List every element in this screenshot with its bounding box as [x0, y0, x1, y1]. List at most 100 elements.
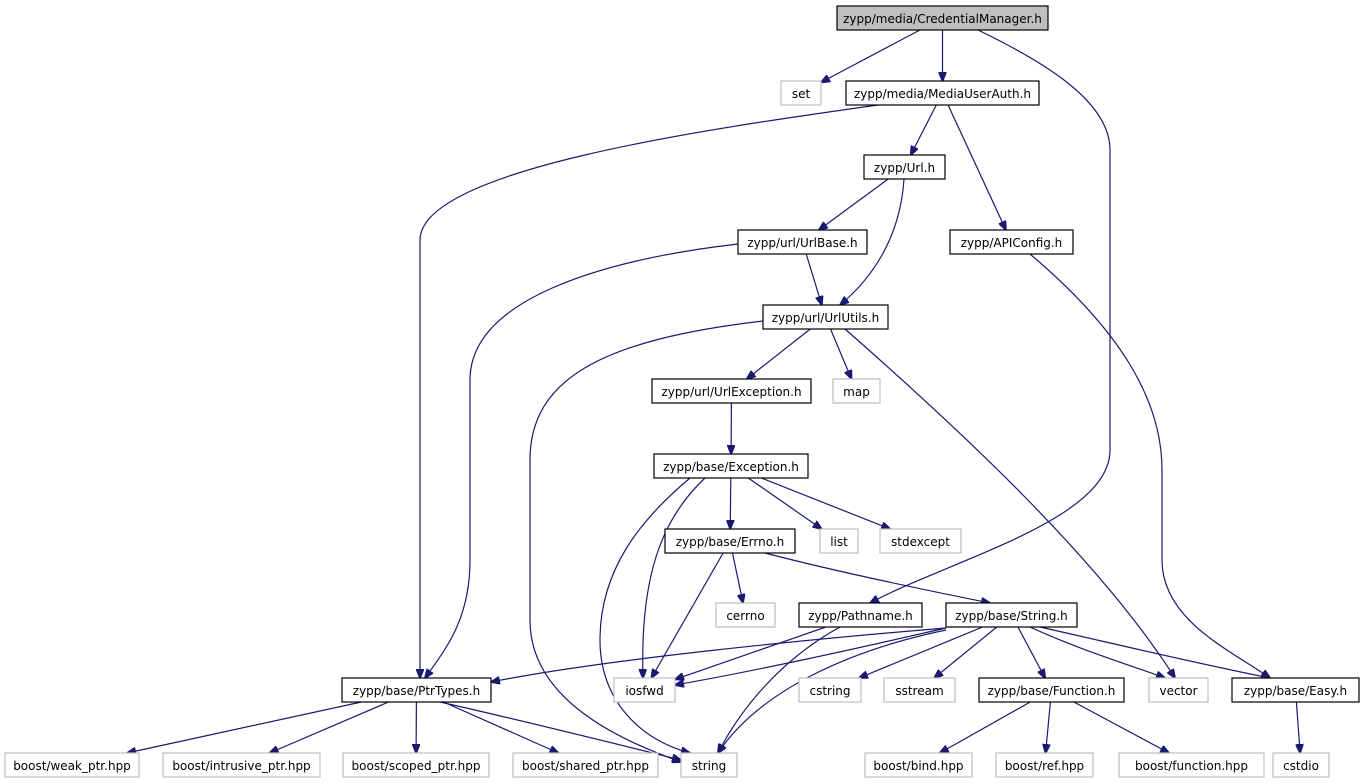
node-box-sstream [883, 677, 956, 703]
edge-ptrtypes-to-weak_ptr [127, 701, 362, 753]
node-urlbase[interactable]: zypp/url/UrlBase.h [737, 229, 868, 255]
node-label-errno: zypp/base/Errno.h [676, 535, 785, 549]
node-list: list [819, 528, 859, 554]
edge-url-to-urlutils [840, 178, 905, 305]
node-box-function_hpp [1118, 752, 1265, 778]
edge-string_h-to-cstring [859, 626, 983, 678]
node-apiconfig[interactable]: zypp/APIConfig.h [949, 229, 1074, 255]
node-box-credmgr [836, 5, 1049, 31]
node-label-string_h: zypp/base/String.h [955, 609, 1068, 623]
node-scoped_ptr: boost/scoped_ptr.hpp [342, 752, 490, 778]
node-label-urlbase: zypp/url/UrlBase.h [747, 236, 857, 250]
node-box-set [780, 80, 822, 106]
edge-errno-to-iosfwd [651, 552, 724, 678]
edge-exception-to-stdexcept [761, 477, 890, 529]
node-cstring: cstring [798, 677, 862, 703]
edge-string_h-to-string [718, 629, 947, 753]
node-label-function_h: zypp/base/Function.h [988, 684, 1116, 698]
node-box-string [680, 752, 738, 778]
node-label-set: set [792, 87, 811, 101]
edge-mediauserauth-to-url [911, 104, 937, 155]
node-box-mediauserauth [845, 80, 1040, 106]
node-ref: boost/ref.hpp [995, 752, 1094, 778]
node-label-intrusive_ptr: boost/intrusive_ptr.hpp [172, 759, 310, 773]
edge-string_h-to-function_h [1017, 626, 1045, 678]
node-box-string_h [945, 602, 1078, 628]
node-errno[interactable]: zypp/base/Errno.h [664, 528, 796, 554]
edge-function_h-to-ref [1046, 701, 1051, 753]
node-box-weak_ptr [4, 752, 140, 778]
node-urlutils[interactable]: zypp/url/UrlUtils.h [762, 304, 889, 330]
node-box-cstring [798, 677, 862, 703]
edge-errno-to-cerrno [731, 552, 744, 603]
node-label-cerrno: cerrno [726, 609, 764, 623]
node-map: map [832, 378, 881, 404]
node-label-ptrtypes: zypp/base/PtrTypes.h [353, 684, 480, 698]
node-cerrno: cerrno [715, 602, 776, 628]
node-box-urlexception [651, 378, 812, 404]
node-label-list: list [830, 535, 848, 549]
node-ptrtypes[interactable]: zypp/base/PtrTypes.h [341, 677, 492, 703]
node-box-iosfwd [613, 677, 676, 703]
node-credmgr[interactable]: zypp/media/CredentialManager.h [836, 5, 1049, 31]
node-box-pathname [798, 602, 923, 628]
node-easy[interactable]: zypp/base/Easy.h [1231, 677, 1360, 703]
node-box-ptrtypes [341, 677, 492, 703]
edge-urlutils-to-vector [844, 328, 1175, 678]
edge-urlutils-to-urlexception [747, 328, 811, 379]
edge-url-to-urlbase [819, 178, 889, 230]
edge-apiconfig-to-easy [1029, 253, 1270, 678]
node-label-vector: vector [1159, 684, 1197, 698]
node-function_hpp: boost/function.hpp [1118, 752, 1265, 778]
node-intrusive_ptr: boost/intrusive_ptr.hpp [162, 752, 321, 778]
node-string: string [680, 752, 738, 778]
edge-ptrtypes-to-shared_ptr [443, 701, 559, 753]
node-box-errno [664, 528, 796, 554]
node-label-sstream: sstream [895, 684, 943, 698]
edge-mediauserauth-to-ptrtypes [420, 104, 879, 678]
edge-function_h-to-bind [940, 701, 1031, 753]
edge-exception-to-string [599, 477, 690, 753]
node-box-ref [995, 752, 1094, 778]
edge-urlutils-to-string [529, 320, 764, 762]
node-cstdio: cstdio [1272, 752, 1330, 778]
node-label-scoped_ptr: boost/scoped_ptr.hpp [352, 759, 481, 773]
node-box-shared_ptr [512, 752, 659, 778]
node-label-exception: zypp/base/Exception.h [663, 460, 799, 474]
node-box-vector [1148, 677, 1209, 703]
edge-string_h-to-sstream [934, 626, 998, 678]
edge-mediauserauth-to-apiconfig [947, 104, 1006, 230]
node-pathname[interactable]: zypp/Pathname.h [798, 602, 923, 628]
node-weak_ptr: boost/weak_ptr.hpp [4, 752, 140, 778]
edge-urlutils-to-map [829, 328, 852, 379]
edge-string_h-to-easy [1039, 626, 1270, 678]
node-urlexception[interactable]: zypp/url/UrlException.h [651, 378, 812, 404]
node-sstream: sstream [883, 677, 956, 703]
edge-exception-to-list [747, 477, 821, 529]
node-label-cstdio: cstdio [1283, 759, 1319, 773]
node-label-url: zypp/Url.h [874, 161, 935, 175]
edge-urlbase-to-ptrtypes [425, 243, 739, 678]
node-box-stdexcept [879, 528, 962, 554]
node-label-apiconfig: zypp/APIConfig.h [961, 236, 1063, 250]
node-label-shared_ptr: boost/shared_ptr.hpp [522, 759, 649, 773]
node-label-weak_ptr: boost/weak_ptr.hpp [13, 759, 131, 773]
node-function_h[interactable]: zypp/base/Function.h [978, 677, 1125, 703]
node-label-bind: boost/bind.hpp [873, 759, 963, 773]
node-label-string: string [692, 759, 726, 773]
node-label-credmgr: zypp/media/CredentialManager.h [843, 12, 1042, 26]
node-label-stdexcept: stdexcept [891, 535, 950, 549]
node-box-list [819, 528, 859, 554]
edge-urlbase-to-urlutils [805, 253, 822, 305]
node-mediauserauth[interactable]: zypp/media/MediaUserAuth.h [845, 80, 1040, 106]
node-bind: boost/bind.hpp [864, 752, 973, 778]
node-string_h[interactable]: zypp/base/String.h [945, 602, 1078, 628]
node-box-scoped_ptr [342, 752, 490, 778]
node-label-easy: zypp/base/Easy.h [1244, 684, 1347, 698]
node-box-apiconfig [949, 229, 1074, 255]
node-exception[interactable]: zypp/base/Exception.h [653, 453, 809, 479]
edge-exception-to-iosfwd [643, 477, 706, 678]
node-url[interactable]: zypp/Url.h [863, 154, 946, 180]
node-label-ref: boost/ref.hpp [1005, 759, 1084, 773]
